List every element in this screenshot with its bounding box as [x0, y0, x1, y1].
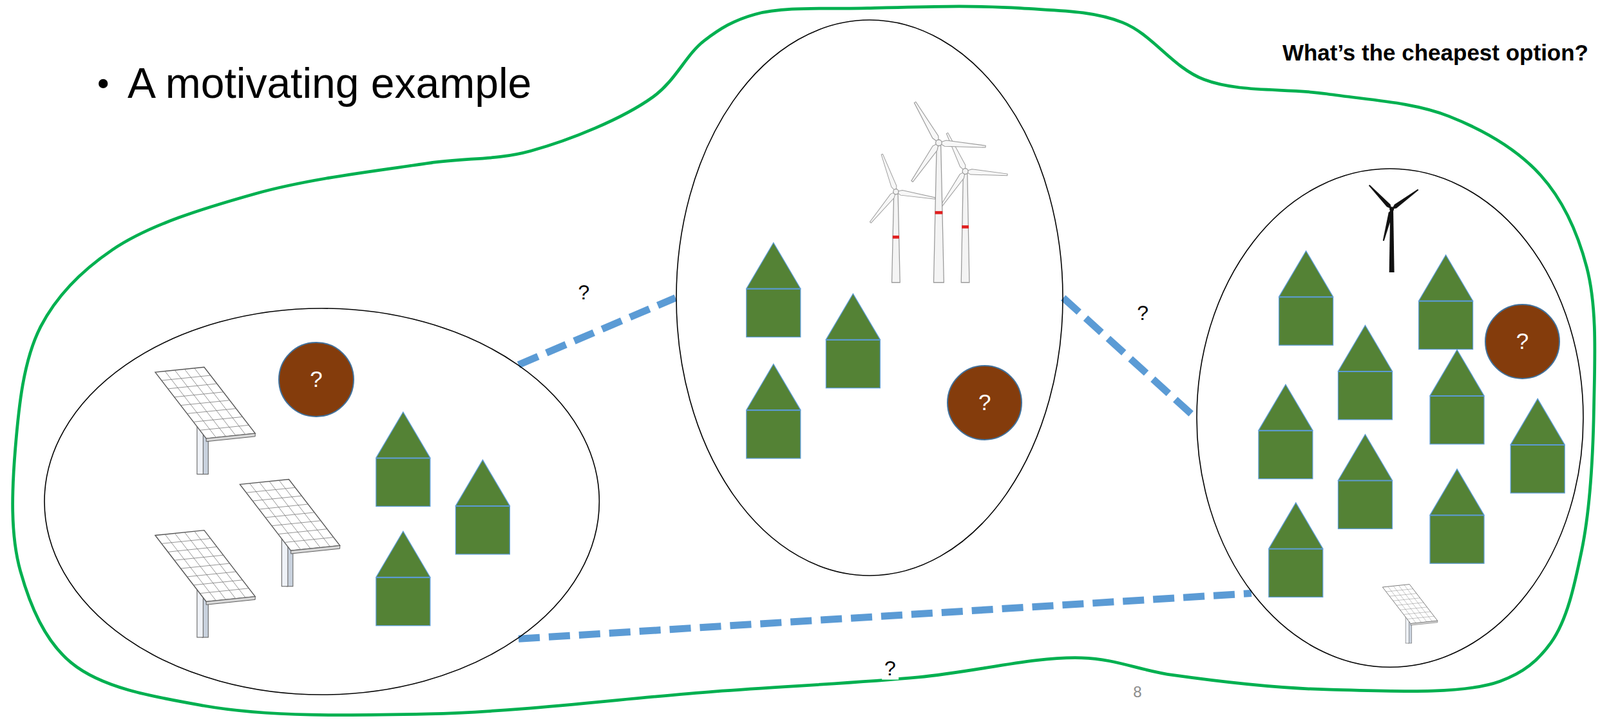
wind-turbine — [938, 132, 1008, 283]
circle-label: ? — [1516, 329, 1529, 355]
question-text: What’s the cheapest option? — [1282, 39, 1589, 67]
wind-turbine — [1389, 206, 1394, 212]
wind-turbine — [893, 189, 899, 195]
house-icon — [1429, 349, 1485, 445]
wind-turbine — [961, 225, 969, 229]
unknown-circle: ? — [278, 342, 354, 418]
wind-turbine — [1390, 188, 1420, 211]
house-icon — [1258, 384, 1313, 480]
region-outline — [12, 6, 1595, 716]
wind-turbine — [1380, 208, 1394, 242]
wind-turbine — [935, 211, 943, 215]
wind-turbine — [933, 142, 944, 283]
house-icon — [1268, 503, 1324, 598]
solar-panel — [239, 479, 340, 587]
wind-turbine — [1367, 183, 1420, 273]
ellipse-outline — [676, 19, 1063, 576]
wind-turbine — [944, 132, 968, 173]
wind-turbine — [938, 170, 968, 209]
wind-turbine — [935, 139, 943, 147]
house-icon — [1338, 325, 1393, 420]
house-icon — [376, 531, 431, 627]
wind-turbine — [961, 171, 970, 283]
connection-line — [518, 593, 1252, 640]
wind-turbine — [1367, 183, 1394, 211]
connection-line — [518, 298, 676, 366]
wind-turbine — [909, 100, 987, 283]
house-icon — [1429, 469, 1485, 565]
wind-turbine — [892, 191, 901, 283]
unknown-circle: ? — [946, 365, 1023, 441]
circle-label: ? — [309, 367, 323, 393]
community-ellipse: ? — [1196, 168, 1584, 668]
house-icon — [376, 412, 431, 507]
ellipse-outline — [675, 19, 1064, 577]
connection-line — [1063, 298, 1197, 419]
community-ellipse: ? — [675, 19, 1064, 577]
wind-turbine — [962, 168, 969, 175]
wind-turbine — [909, 141, 942, 183]
house-icon — [1279, 251, 1334, 346]
wind-turbine — [895, 189, 936, 202]
edge-label: ? — [881, 656, 899, 681]
house-icon — [746, 242, 801, 338]
circle-label: ? — [978, 390, 991, 416]
solar-panel — [155, 367, 256, 475]
house-icon — [1510, 398, 1565, 494]
house-icon — [1419, 255, 1474, 350]
edge-label: ? — [575, 280, 592, 305]
house-icon — [1338, 434, 1393, 530]
ellipse-outline — [44, 308, 600, 696]
house-icon — [746, 363, 801, 459]
bullet-dot — [98, 79, 108, 89]
house-icon — [825, 293, 880, 389]
slide-title: A motivating example — [127, 59, 532, 109]
wind-turbine — [892, 235, 900, 239]
wind-turbine — [964, 168, 1008, 178]
wind-turbine — [868, 153, 936, 283]
solar-panel — [155, 530, 256, 638]
wind-turbine — [879, 153, 899, 193]
house-icon — [455, 459, 510, 555]
wind-turbine — [868, 190, 898, 225]
edge-label: ? — [1134, 301, 1152, 326]
wind-turbine — [912, 100, 942, 145]
unknown-circle: ? — [1484, 304, 1561, 380]
community-ellipse: ? — [43, 307, 600, 696]
solar-panel — [1382, 584, 1438, 644]
page-number: 8 — [1133, 683, 1142, 703]
wind-turbine — [938, 139, 986, 151]
ellipse-outline — [1196, 168, 1584, 668]
ellipse-outline — [1196, 168, 1584, 668]
